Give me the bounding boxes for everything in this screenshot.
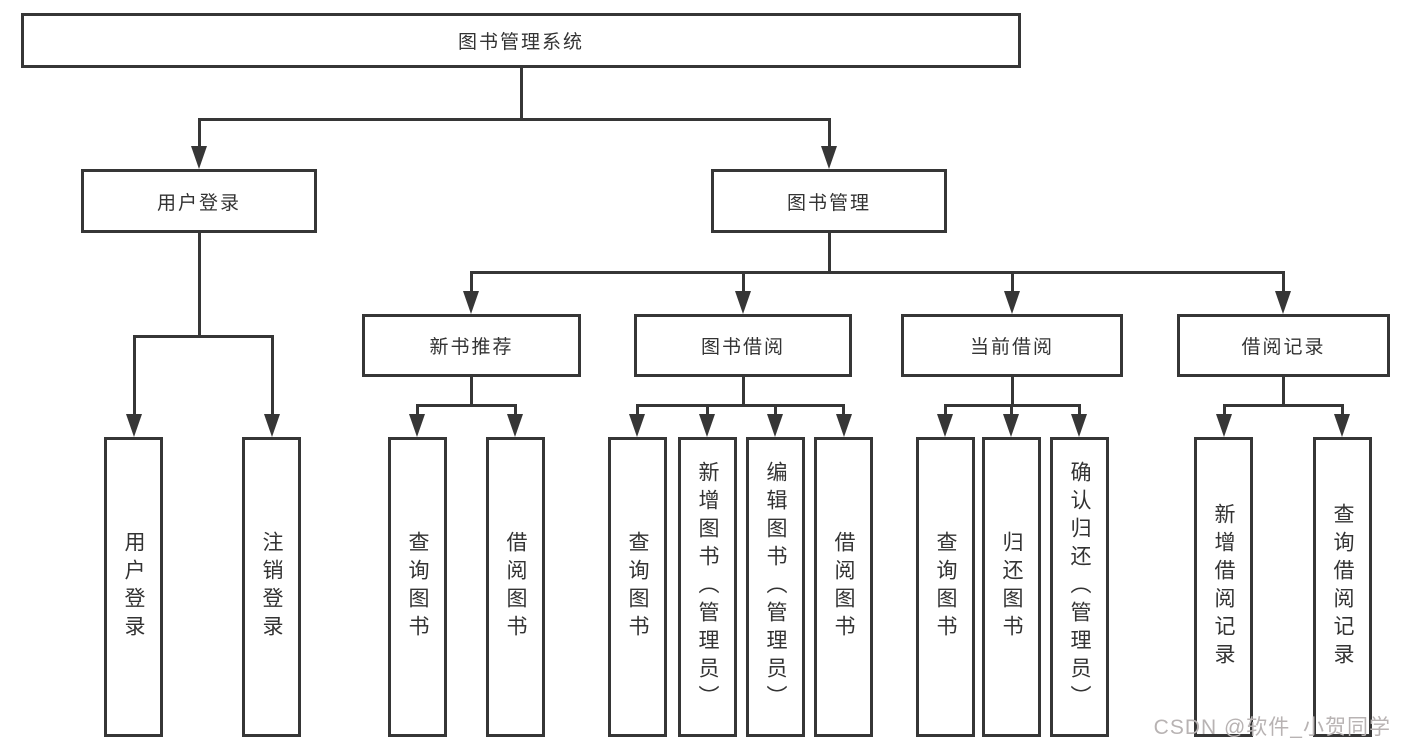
node-book-management-label: 图书管理 [786, 192, 871, 214]
node-borrow-records-label: 借阅记录 [1241, 337, 1326, 358]
connector-current-stem [1011, 377, 1014, 407]
arrow-down-icon [1216, 414, 1232, 437]
leaf-edit-books-admin: 编辑图书（管理员） [746, 437, 805, 737]
connector-userlogin-bar [133, 335, 274, 338]
node-current-borrow-label: 当前借阅 [969, 337, 1054, 358]
leaf-query-borrow-record-label: 查询借阅记录 [1331, 503, 1354, 671]
leaf-logout: 注销登录 [242, 437, 301, 737]
arrow-down-icon [507, 414, 523, 437]
leaf-add-borrow-record-label: 新增借阅记录 [1212, 503, 1235, 671]
connector-current-drop-3 [1078, 404, 1081, 416]
leaf-current-query-books: 查询图书 [916, 437, 975, 737]
node-current-borrow: 当前借阅 [901, 314, 1123, 377]
arrow-down-icon [937, 414, 953, 437]
arrow-down-icon [836, 414, 852, 437]
leaf-return-books: 归还图书 [982, 437, 1041, 737]
leaf-borrow-books: 借阅图书 [814, 437, 873, 737]
arrow-down-icon [1004, 291, 1020, 314]
leaf-user-login-label: 用户登录 [122, 531, 145, 643]
arrow-down-icon [409, 414, 425, 437]
connector-borrow-stem [742, 377, 745, 407]
node-borrow-records: 借阅记录 [1177, 314, 1390, 377]
leaf-borrow-query-books: 查询图书 [608, 437, 667, 737]
connector-root-drop-left [198, 118, 201, 150]
leaf-borrow-books-label: 借阅图书 [832, 531, 855, 643]
leaf-recommend-borrow-books: 借阅图书 [486, 437, 545, 737]
node-book-management: 图书管理 [711, 169, 947, 233]
leaf-add-borrow-record: 新增借阅记录 [1194, 437, 1253, 737]
node-root-label: 图书管理系统 [457, 32, 584, 53]
node-user-login: 用户登录 [81, 169, 317, 233]
connector-recommend-bar [416, 404, 517, 407]
leaf-recommend-borrow-books-label: 借阅图书 [504, 531, 527, 643]
arrow-down-icon [191, 146, 207, 169]
node-new-book-recommend: 新书推荐 [362, 314, 581, 377]
leaf-add-books-admin-label: 新增图书（管理员） [696, 461, 719, 713]
watermark: CSDN @软件_小贺同学 [1153, 716, 1391, 739]
connector-current-drop-1 [944, 404, 947, 416]
arrow-down-icon [699, 414, 715, 437]
arrow-down-icon [1334, 414, 1350, 437]
connector-recommend-stem [470, 377, 473, 407]
leaf-confirm-return-admin-label: 确认归还（管理员） [1068, 461, 1091, 713]
connector-bookmgmt-drop-3 [1011, 271, 1014, 293]
leaf-user-login: 用户登录 [104, 437, 163, 737]
connector-records-drop-2 [1341, 404, 1344, 416]
node-user-login-label: 用户登录 [156, 192, 241, 214]
arrow-down-icon [264, 414, 280, 437]
leaf-return-books-label: 归还图书 [1000, 531, 1023, 643]
leaf-confirm-return-admin: 确认归还（管理员） [1050, 437, 1109, 737]
connector-bookmgmt-bar [470, 271, 1284, 274]
node-root: 图书管理系统 [21, 13, 1021, 68]
leaf-add-books-admin: 新增图书（管理员） [678, 437, 737, 737]
arrow-down-icon [1003, 414, 1019, 437]
arrow-down-icon [1275, 291, 1291, 314]
node-new-book-recommend-label: 新书推荐 [429, 337, 514, 358]
connector-root-stem [520, 68, 523, 120]
connector-recommend-drop-2 [514, 404, 517, 416]
connector-recommend-drop-1 [416, 404, 419, 416]
arrow-down-icon [463, 291, 479, 314]
leaf-borrow-query-books-label: 查询图书 [626, 531, 649, 643]
connector-root-drop-right [828, 118, 831, 150]
connector-bookmgmt-drop-2 [742, 271, 745, 293]
connector-borrow-drop-4 [842, 404, 845, 416]
arrow-down-icon [767, 414, 783, 437]
arrow-down-icon [821, 146, 837, 169]
connector-root-bar [198, 118, 831, 121]
node-book-borrow: 图书借阅 [634, 314, 852, 377]
connector-borrow-drop-2 [706, 404, 709, 416]
arrow-down-icon [735, 291, 751, 314]
connector-bookmgmt-drop-4 [1282, 271, 1285, 293]
connector-records-drop-1 [1223, 404, 1226, 416]
leaf-logout-label: 注销登录 [260, 531, 283, 643]
connector-bookmgmt-drop-1 [470, 271, 473, 293]
leaf-recommend-query-books-label: 查询图书 [406, 531, 429, 643]
connector-userlogin-drop-1 [133, 335, 136, 416]
arrow-down-icon [629, 414, 645, 437]
arrow-down-icon [126, 414, 142, 437]
connector-current-drop-2 [1010, 404, 1013, 416]
connector-bookmgmt-stem [828, 233, 831, 274]
connector-userlogin-stem [198, 233, 201, 338]
leaf-recommend-query-books: 查询图书 [388, 437, 447, 737]
leaf-edit-books-admin-label: 编辑图书（管理员） [764, 461, 787, 713]
leaf-query-borrow-record: 查询借阅记录 [1313, 437, 1372, 737]
connector-records-bar [1223, 404, 1344, 407]
connector-borrow-drop-3 [774, 404, 777, 416]
connector-borrow-drop-1 [636, 404, 639, 416]
connector-records-stem [1282, 377, 1285, 407]
connector-borrow-bar [636, 404, 845, 407]
leaf-current-query-books-label: 查询图书 [934, 531, 957, 643]
node-book-borrow-label: 图书借阅 [700, 337, 785, 358]
connector-userlogin-drop-2 [271, 335, 274, 416]
arrow-down-icon [1071, 414, 1087, 437]
